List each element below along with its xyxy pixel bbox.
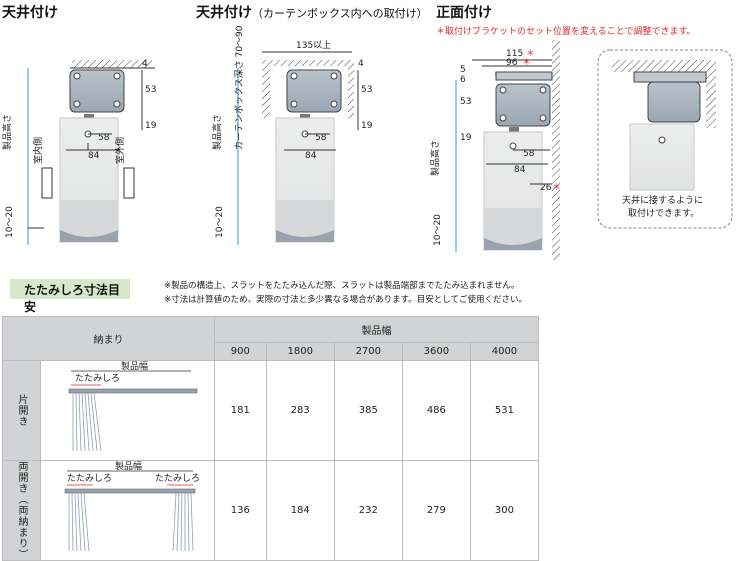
d3-h6: 6 bbox=[460, 75, 466, 85]
svg-text:たたみしろ: たたみしろ bbox=[155, 473, 200, 484]
d3-w115: 115 bbox=[506, 49, 523, 59]
cell-single-900: 181 bbox=[214, 360, 267, 461]
d2-w135: 135以上 bbox=[296, 40, 331, 51]
heading-front: 正面付け bbox=[436, 5, 492, 21]
detail-box bbox=[597, 49, 733, 229]
d1-outdoor: 室外側 bbox=[114, 137, 126, 164]
d1-h4: 4 bbox=[142, 59, 148, 69]
row-label-double: 両開き（両納まり） bbox=[2, 460, 41, 561]
table-row: 片開き 製品幅 たたみしろ 181 283 385 486 531 bbox=[2, 360, 540, 461]
width-4000: 4000 bbox=[469, 342, 540, 361]
svg-text:たたみしろ: たたみしろ bbox=[67, 473, 112, 484]
svg-text:製品幅: 製品幅 bbox=[115, 461, 142, 472]
col-header-left: 納まり bbox=[2, 316, 215, 361]
installation-diagrams: 4 53 19 58 84 製品高さ 10〜20 室内側 室外側 135以上 4… bbox=[1, 25, 733, 260]
head-rail bbox=[69, 69, 125, 113]
d1-h19: 19 bbox=[145, 121, 157, 131]
row-label-single: 片開き bbox=[2, 360, 41, 461]
ceiling-hatch bbox=[72, 60, 152, 68]
head-rail-3 bbox=[495, 83, 551, 127]
diagram-ceiling bbox=[27, 60, 155, 245]
cell-double-3600: 279 bbox=[401, 460, 471, 561]
d2-bottom: 10〜20 bbox=[215, 206, 225, 238]
cell-double-4000: 300 bbox=[469, 460, 540, 561]
d2-h19: 19 bbox=[361, 121, 373, 131]
d3-w84: 84 bbox=[514, 165, 526, 175]
d2-box-depth: カーテンボックス深さ 70〜90 bbox=[234, 25, 245, 150]
width-900: 900 bbox=[214, 342, 267, 361]
d3-h19: 19 bbox=[460, 133, 472, 143]
d2-h4: 4 bbox=[358, 59, 364, 69]
heading-ceiling: 天井付け bbox=[2, 5, 58, 21]
d1-bottom: 10〜20 bbox=[5, 206, 15, 238]
cell-double-2700: 232 bbox=[333, 460, 403, 561]
d3-w96: 96 bbox=[506, 58, 518, 68]
fig-double: 製品幅 たたみしろ たたみしろ bbox=[40, 460, 215, 561]
diagram-ceiling-box bbox=[237, 51, 359, 245]
folding-table: 納まり 製品幅 900 1800 2700 3600 4000 片開き 製品幅 … bbox=[2, 316, 540, 561]
d1-product-height: 製品高さ bbox=[1, 114, 13, 150]
cell-single-3600: 486 bbox=[401, 360, 471, 461]
table-row: 両開き（両納まり） 製品幅 たたみしろ たたみしろ 13 bbox=[2, 460, 540, 561]
d3-product-height: 製品高さ bbox=[429, 140, 441, 176]
d3-bottom: 10〜20 bbox=[433, 214, 443, 246]
heading-ceiling-box: 天井付け（カーテンボックス内への取付け） bbox=[196, 5, 428, 21]
d1-w84: 84 bbox=[88, 151, 100, 161]
width-3600: 3600 bbox=[401, 342, 471, 361]
front-note: ＊取付けブラケットのセット位置を変えることで調整できます。 bbox=[436, 27, 696, 37]
d3-star3: ＊ bbox=[552, 183, 561, 193]
svg-text:製品幅: 製品幅 bbox=[121, 361, 148, 372]
head-rail-2 bbox=[286, 69, 342, 113]
d1-indoor: 室内側 bbox=[32, 137, 44, 164]
detail-line1: 天井に接するように bbox=[622, 194, 703, 206]
d3-w26: 26 bbox=[540, 183, 552, 193]
d1-h53: 53 bbox=[145, 85, 156, 95]
svg-text:たたみしろ: たたみしろ bbox=[75, 373, 120, 384]
detail-line2: 取付けできます。 bbox=[628, 208, 699, 219]
d3-w58: 58 bbox=[523, 149, 535, 159]
width-2700: 2700 bbox=[333, 342, 403, 361]
d3-h5: 5 bbox=[460, 65, 466, 75]
d3-h53: 53 bbox=[460, 97, 471, 107]
d2-product-height: 製品高さ bbox=[211, 114, 223, 150]
cell-double-1800: 184 bbox=[265, 460, 335, 561]
cell-single-1800: 283 bbox=[265, 360, 335, 461]
fig-single: 製品幅 たたみしろ bbox=[40, 360, 215, 461]
diagram-front bbox=[455, 40, 560, 260]
d2-w84: 84 bbox=[305, 151, 317, 161]
d3-star2: ＊ bbox=[522, 58, 531, 68]
cell-single-4000: 531 bbox=[469, 360, 540, 461]
folding-note-2: ※寸法は計算値のため、実際の寸法と多少異なる場合があります。目安としてご使用くだ… bbox=[164, 295, 528, 305]
cell-double-900: 136 bbox=[214, 460, 267, 561]
col-header-group: 製品幅 bbox=[214, 316, 539, 343]
d1-w58: 58 bbox=[98, 133, 110, 143]
cell-single-2700: 385 bbox=[333, 360, 403, 461]
d2-h53: 53 bbox=[361, 85, 372, 95]
folding-notes: ※製品の構造上、スラットをたたみ込んだ際、スラットは製品端部までたたみ込まれませ… bbox=[164, 279, 527, 307]
folding-note-1: ※製品の構造上、スラットをたたみ込んだ際、スラットは製品端部までたたみ込まれませ… bbox=[164, 281, 520, 291]
folding-title: たたみしろ寸法目安 bbox=[10, 279, 130, 314]
width-1800: 1800 bbox=[265, 342, 335, 361]
d3-star1: ＊ bbox=[526, 49, 535, 59]
d2-w58: 58 bbox=[315, 133, 327, 143]
